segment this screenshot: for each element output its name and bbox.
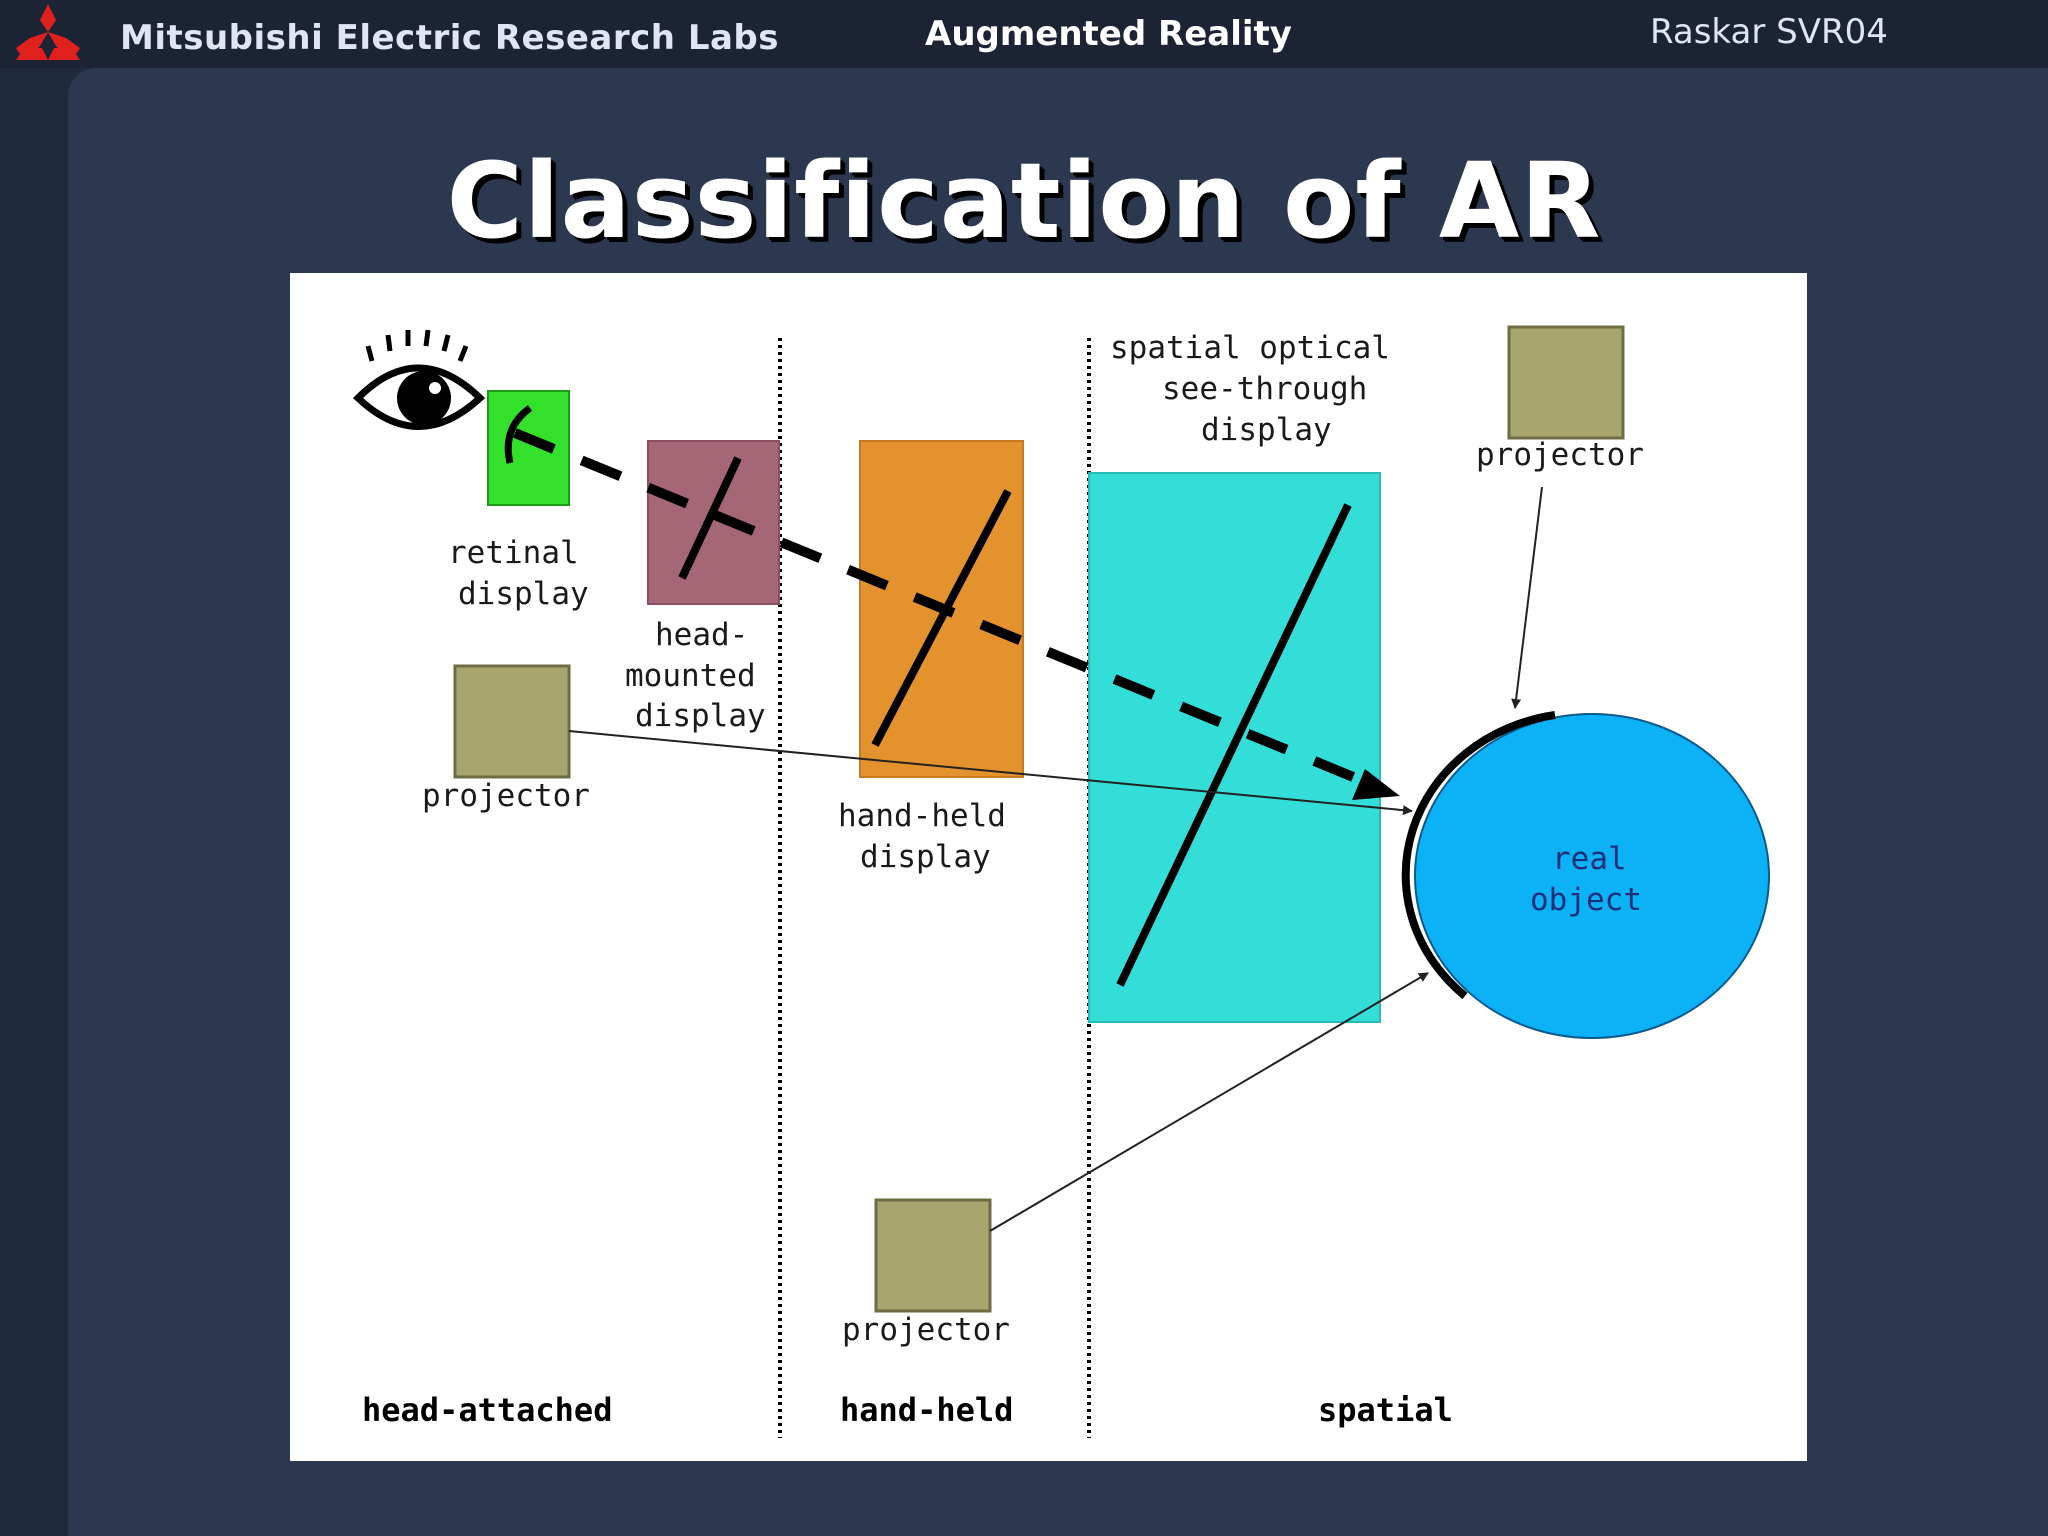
label-hmd-2: mounted <box>625 658 756 694</box>
diagram-canvas: retinal display head- mounted display pr… <box>352 325 1770 1438</box>
section-spatial: spatial <box>1318 1391 1453 1429</box>
label-projector-top: projector <box>1476 437 1644 473</box>
line-of-sight-arrowhead <box>1352 769 1400 800</box>
label-real-object-2: object <box>1530 882 1642 918</box>
spatial-mirror <box>1116 503 1352 987</box>
projector-head-box <box>453 664 571 779</box>
real-object-surface <box>1401 711 1556 1000</box>
projector-bottom-ray <box>989 972 1429 1232</box>
hmd-box <box>647 440 780 605</box>
eye-icon <box>352 329 486 430</box>
label-spatial-1: spatial optical <box>1110 330 1390 366</box>
handheld-mirror <box>871 489 1012 747</box>
ar-classification-diagram: retinal display head- mounted display pr… <box>290 273 1807 1461</box>
label-projector-head: projector <box>422 778 590 814</box>
label-retinal-2: display <box>458 576 589 612</box>
slide-topic: Augmented Reality <box>925 14 1292 54</box>
spatial-display-box <box>1088 472 1381 1023</box>
projector-top-box <box>1507 325 1625 440</box>
org-name: Mitsubishi Electric Research Labs <box>120 18 779 58</box>
mitsubishi-logo-icon <box>16 4 80 60</box>
line-of-sight <box>513 428 1382 793</box>
slide-title: Classification of AR <box>446 140 1602 262</box>
slide-author: Raskar SVR04 <box>1650 12 1888 52</box>
label-spatial-2: see-through <box>1162 371 1367 407</box>
label-handheld-1: hand-held <box>838 798 1006 834</box>
label-real-object-1: real <box>1552 841 1627 877</box>
real-object-shape <box>1414 713 1770 1039</box>
label-handheld-2: display <box>860 839 991 875</box>
header-bar: Mitsubishi Electric Research Labs Augmen… <box>0 0 2048 68</box>
label-spatial-3: display <box>1201 412 1332 448</box>
projector-head-ray <box>568 730 1413 816</box>
section-head-attached: head-attached <box>362 1391 612 1429</box>
label-projector-bottom: projector <box>842 1312 1010 1348</box>
hmd-mirror <box>678 456 742 580</box>
label-hmd-3: display <box>635 698 766 734</box>
label-hmd-1: head- <box>655 617 748 653</box>
label-retinal-1: retinal <box>448 535 579 571</box>
projector-top-ray <box>1511 486 1543 709</box>
projector-bottom-box <box>874 1198 992 1313</box>
retinal-lens <box>504 405 533 464</box>
section-hand-held: hand-held <box>840 1391 1013 1429</box>
